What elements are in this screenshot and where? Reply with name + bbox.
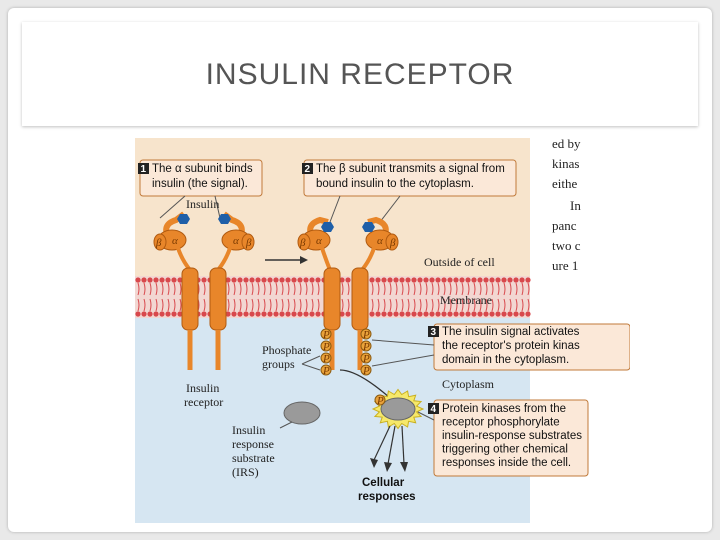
svg-text:In: In xyxy=(570,198,581,213)
svg-text:response: response xyxy=(232,437,274,451)
svg-text:insulin-response substrates: insulin-response substrates xyxy=(442,430,582,442)
svg-text:responses inside the cell.: responses inside the cell. xyxy=(442,457,571,469)
svg-text:bound insulin to the cytoplasm: bound insulin to the cytoplasm. xyxy=(316,178,474,190)
svg-text:P: P xyxy=(362,353,370,365)
phosphate-groups-label: Phosphate groups xyxy=(262,343,321,371)
irs-label: Insulin response substrate (IRS) xyxy=(232,421,293,479)
svg-text:P: P xyxy=(362,341,370,353)
svg-text:substrate: substrate xyxy=(232,451,275,465)
insulin-molecule-1 xyxy=(177,214,190,224)
svg-text:Phosphate: Phosphate xyxy=(262,343,311,357)
svg-text:P: P xyxy=(322,329,330,341)
svg-text:β: β xyxy=(155,237,162,249)
insulin-receptor-figure: ed by kinas eithe In panc two c ure 1 1 … xyxy=(90,130,630,532)
svg-text:2: 2 xyxy=(305,164,311,175)
membrane-label: Membrane xyxy=(440,293,492,307)
insulin-receptor-bound: β α α β xyxy=(297,216,399,370)
svg-text:ed by: ed by xyxy=(552,136,581,151)
svg-text:responses: responses xyxy=(358,491,416,503)
transition-arrow xyxy=(265,256,308,264)
cellular-response-arrows xyxy=(370,425,408,472)
svg-text:Insulin: Insulin xyxy=(186,381,219,395)
svg-text:3: 3 xyxy=(431,327,437,338)
svg-text:α: α xyxy=(316,235,322,247)
svg-text:P: P xyxy=(362,365,370,377)
insulin-molecule-2 xyxy=(218,214,231,224)
svg-text:P: P xyxy=(322,341,330,353)
irs-unphosphorylated xyxy=(283,401,321,425)
svg-text:eithe: eithe xyxy=(552,176,577,191)
svg-text:α: α xyxy=(172,235,178,247)
insulin-receptor-label: Insulin receptor xyxy=(184,381,223,409)
diagram-svg: ed by kinas eithe In panc two c ure 1 1 … xyxy=(135,136,630,523)
svg-text:two c: two c xyxy=(552,238,581,253)
step-1: 1 The α subunit binds insulin (the signa… xyxy=(138,159,263,219)
step-4: 4 Protein kinases from the receptor phos… xyxy=(417,399,589,477)
outside-of-cell-label: Outside of cell xyxy=(424,255,495,269)
svg-text:The α subunit binds: The α subunit binds xyxy=(152,163,253,175)
svg-text:Cellular: Cellular xyxy=(362,477,405,489)
svg-text:α: α xyxy=(377,235,383,247)
svg-text:receptor: receptor xyxy=(184,395,223,409)
svg-text:β: β xyxy=(389,237,396,249)
svg-text:receptor phosphorylate: receptor phosphorylate xyxy=(442,417,560,429)
svg-text:groups: groups xyxy=(262,357,295,371)
cellular-responses-label: Cellular responses xyxy=(358,477,416,503)
insulin-receptor-unbound: β α α β xyxy=(153,211,255,370)
step-3: 3 The insulin signal activates the recep… xyxy=(371,323,630,371)
phosphate-groups: P P P P P P P P xyxy=(320,328,372,377)
svg-text:4: 4 xyxy=(431,404,437,415)
title-bar: INSULIN RECEPTOR xyxy=(22,22,698,126)
irs-phosphorylated: P xyxy=(371,388,425,430)
cytoplasm-label: Cytoplasm xyxy=(442,377,495,391)
svg-text:P: P xyxy=(322,353,330,365)
svg-text:domain in the cytoplasm.: domain in the cytoplasm. xyxy=(442,354,569,366)
svg-text:kinas: kinas xyxy=(552,156,579,171)
step-2: 2 The β subunit transmits a signal from … xyxy=(302,159,517,223)
insulin-label: Insulin xyxy=(186,197,219,211)
svg-text:Protein kinases from the: Protein kinases from the xyxy=(442,403,566,415)
svg-text:The insulin signal activates: The insulin signal activates xyxy=(442,326,580,338)
side-text: ed by kinas eithe In panc two c ure 1 xyxy=(552,136,581,273)
svg-text:The β subunit transmits a sign: The β subunit transmits a signal from xyxy=(316,163,505,175)
svg-text:(IRS): (IRS) xyxy=(232,465,259,479)
svg-text:α: α xyxy=(233,235,239,247)
svg-text:P: P xyxy=(322,365,330,377)
svg-text:β: β xyxy=(245,237,252,249)
slide-title: INSULIN RECEPTOR xyxy=(205,58,515,91)
svg-text:ure 1: ure 1 xyxy=(552,258,578,273)
phosphorylation-arrow xyxy=(339,369,391,399)
svg-text:panc: panc xyxy=(552,218,577,233)
svg-text:P: P xyxy=(362,329,370,341)
svg-text:1: 1 xyxy=(141,164,147,175)
svg-text:P: P xyxy=(376,395,384,407)
svg-text:Insulin: Insulin xyxy=(232,423,265,437)
svg-text:insulin (the signal).: insulin (the signal). xyxy=(152,178,248,190)
svg-text:β: β xyxy=(299,237,306,249)
svg-text:the receptor's protein kinas: the receptor's protein kinas xyxy=(442,340,580,352)
svg-text:triggering other chemical: triggering other chemical xyxy=(442,444,568,456)
